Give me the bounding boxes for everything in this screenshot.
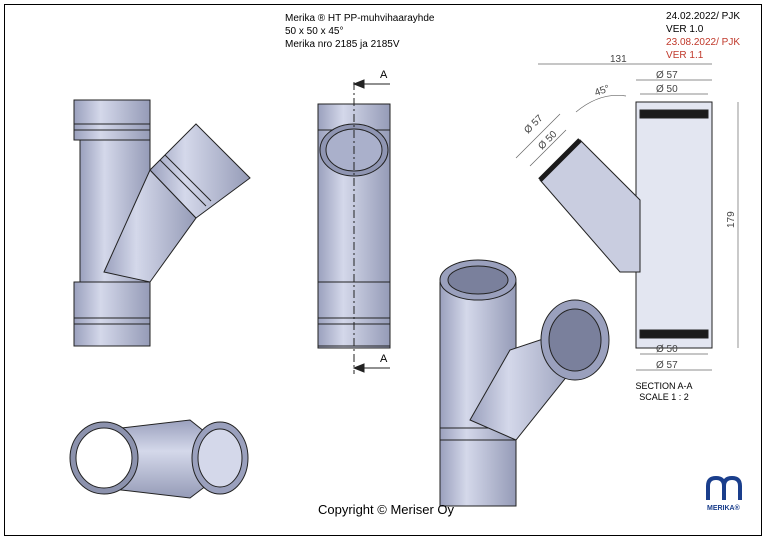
front-bottom-socket [73, 281, 151, 347]
section-arrowhead-top [352, 79, 365, 89]
dim-branch-outer: Ø 57 [522, 113, 545, 136]
section-main-pipe [635, 101, 713, 349]
iso-view [439, 259, 610, 507]
section-title: SECTION A-A [635, 381, 693, 391]
revision-2-date: 23.08.2022/ PJK [666, 37, 740, 48]
product-numbers: Merika nro 2185 ja 2185V [285, 39, 400, 50]
section-marker-top: A [380, 69, 388, 81]
iso-top-socket-inner [447, 265, 509, 295]
dim-angle-arc [575, 95, 627, 113]
section-marker-bottom: A [380, 353, 388, 365]
revision-1-version: VER 1.0 [666, 24, 704, 35]
front-branch-groove-2 [164, 154, 212, 202]
end-view-socket-inner [75, 427, 133, 489]
section-arrowhead-bottom [352, 363, 365, 373]
revision-2: 23.08.2022/ PJK VER 1.1 [666, 36, 740, 62]
dim-angle: 45° [593, 83, 611, 99]
copyright: Copyright © Meriser Oy [318, 502, 454, 517]
revision-1: 24.02.2022/ PJK VER 1.0 [666, 10, 740, 36]
dim-outer-bottom: Ø 57 [656, 360, 678, 371]
dim-inner-top: Ø 50 [656, 84, 678, 95]
front-view [73, 99, 251, 347]
dim-height: 179 [726, 211, 737, 228]
product-dimensions: 50 x 50 x 45° [285, 26, 344, 37]
dim-length: 131 [610, 54, 627, 65]
merika-logo: MERIKA® [706, 475, 742, 512]
title-block: Merika ® HT PP-muhvihaarayhde 50 x 50 x … [285, 12, 434, 51]
revision-1-date: 24.02.2022/ PJK [666, 11, 740, 22]
product-name: Merika ® HT PP-muhvihaarayhde [285, 13, 435, 24]
drawing-frame [4, 4, 762, 536]
merika-logo-mark [706, 475, 742, 500]
section-scale: SCALE 1 : 2 [639, 392, 689, 402]
section-branch-seal [538, 138, 582, 182]
section-top-seal [639, 109, 709, 119]
iso-branch-socket-inner [548, 308, 602, 372]
section-branch [539, 139, 641, 273]
iso-bottom-socket [439, 427, 517, 507]
merika-logo-word: MERIKA® [707, 504, 741, 512]
revision-2-version: VER 1.1 [666, 50, 704, 61]
dim-branch-inner-line [529, 129, 567, 167]
section-caption: SECTION A-A SCALE 1 : 2 [614, 381, 714, 403]
front-branch-groove-1 [159, 159, 207, 207]
dim-branch-inner: Ø 50 [536, 129, 559, 152]
dim-inner-bottom: Ø 50 [656, 344, 678, 355]
end-view-branch-inner [197, 428, 243, 488]
side-view: A A [317, 69, 391, 374]
dim-outer-top: Ø 57 [656, 70, 678, 81]
front-top-socket [73, 99, 151, 141]
dim-branch-outer-line [515, 113, 561, 159]
front-branch-socket [149, 123, 251, 219]
end-view [69, 419, 249, 499]
section-bottom-seal [639, 329, 709, 339]
